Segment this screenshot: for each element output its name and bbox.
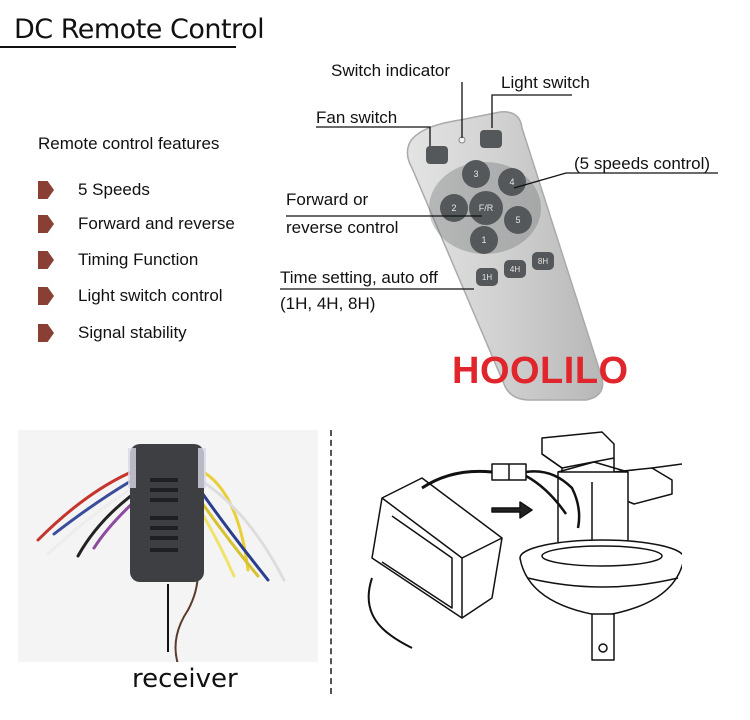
speed-2-button <box>440 194 468 222</box>
feature-label: Timing Function <box>78 250 199 269</box>
feature-item: Timing Function <box>38 248 198 272</box>
wire <box>198 478 286 582</box>
speed-4-label: 4 <box>509 177 514 187</box>
feature-item: 5 Speeds <box>38 178 150 202</box>
feature-label: Light switch control <box>78 286 223 305</box>
timer-1h-button <box>476 268 498 286</box>
mounting-bracket-illustration <box>367 431 682 661</box>
wire <box>198 488 270 582</box>
timer-4h-button <box>504 260 526 278</box>
arrow-bullet-icon <box>38 324 54 342</box>
insert-arrow-icon <box>491 501 533 519</box>
timer-1h-label: 1H <box>482 273 492 282</box>
callout-time-line1: Time setting, auto off <box>280 268 438 287</box>
receiver-illustration <box>18 430 318 662</box>
receiver-cable <box>367 577 413 649</box>
wire <box>46 484 138 556</box>
speed-1-label: 1 <box>481 235 486 245</box>
feature-label: Signal stability <box>78 323 187 342</box>
wire <box>36 468 138 542</box>
page-title: DC Remote Control <box>14 14 265 45</box>
ceiling-bracket <box>541 431 615 469</box>
light-switch-button <box>480 130 502 148</box>
timer-8h-label: 8H <box>538 257 548 266</box>
forward-reverse-label: F/R <box>479 203 494 213</box>
feature-label: Forward and reverse <box>78 214 235 233</box>
fan-switch-button <box>426 146 448 164</box>
feature-item: Signal stability <box>38 321 187 345</box>
timer-4h-label: 4H <box>510 265 520 274</box>
arrow-bullet-icon <box>38 215 54 233</box>
wire <box>198 498 260 578</box>
speed-5-label: 5 <box>515 215 520 225</box>
receiver-body <box>130 444 204 582</box>
downrod <box>591 613 615 661</box>
switch-indicator-led <box>458 136 466 144</box>
callout-light-switch: Light switch <box>501 73 590 92</box>
arrow-bullet-icon <box>38 181 54 199</box>
title-underline <box>0 46 236 48</box>
feature-item: Forward and reverse <box>38 212 235 236</box>
speed-5-button <box>504 206 532 234</box>
speed-1-button <box>470 226 498 254</box>
callout-speeds-control: (5 speeds control) <box>574 154 711 173</box>
callout-forward-line1: Forward or <box>286 190 369 209</box>
timer-8h-button <box>532 252 554 270</box>
arrow-bullet-icon <box>38 251 54 269</box>
wire <box>76 490 138 558</box>
receiver-label: receiver <box>132 664 238 694</box>
section-divider <box>330 430 332 694</box>
arrow-bullet-icon <box>38 287 54 305</box>
remote-body <box>406 111 604 401</box>
callout-forward-line2: reverse control <box>286 218 399 237</box>
callout-switch-indicator: Switch indicator <box>331 61 451 80</box>
brand-logo: HOOLILO <box>452 350 629 392</box>
speed-3-label: 3 <box>473 169 478 179</box>
feature-item: Light switch control <box>38 284 223 308</box>
callout-time-line2: (1H, 4H, 8H) <box>280 294 376 313</box>
callout-fan-switch: Fan switch <box>316 108 398 127</box>
features-heading: Remote control features <box>38 134 220 153</box>
speed-3-button <box>462 160 490 188</box>
speed-2-label: 2 <box>451 203 456 213</box>
feature-label: 5 Speeds <box>78 180 150 199</box>
